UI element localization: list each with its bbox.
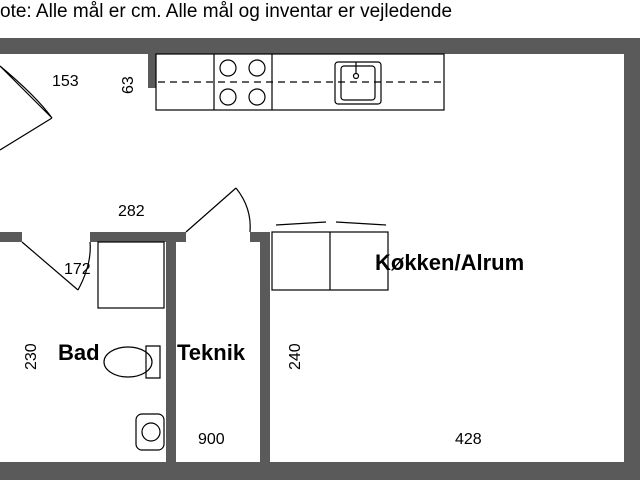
burner-icon <box>248 59 266 77</box>
kitchen-sink-basin <box>340 65 376 101</box>
kitchen-sink-icon <box>334 61 382 105</box>
kitchen-counter <box>155 53 445 111</box>
entry-door-swing <box>0 65 53 151</box>
dimension-282: 282 <box>118 203 145 220</box>
wall-bath-tech <box>166 232 176 480</box>
dimension-63: 63 <box>120 76 137 94</box>
disclaimer-note: ote: Alle mål er cm. Alle mål og inventa… <box>0 1 453 22</box>
shower-area <box>97 241 165 309</box>
room-label-bad: Bad <box>58 340 100 365</box>
bath-door-swing <box>21 241 91 291</box>
wall-left-stub <box>0 232 22 242</box>
washbasin-bowl <box>141 422 161 442</box>
dimension-230: 230 <box>23 343 40 370</box>
wall-entry-kitchen <box>148 54 156 88</box>
dimension-240: 240 <box>287 343 304 370</box>
dimension-428: 428 <box>455 431 482 448</box>
burner-icon <box>219 59 237 77</box>
wall-bath-top <box>90 232 186 242</box>
room-label-teknik: Teknik <box>177 340 246 365</box>
room-label-kokken: Køkken/Alrum <box>375 250 524 275</box>
toilet-bowl <box>103 346 153 378</box>
table-top-dash-left <box>275 221 327 226</box>
wall-tech-kitchen <box>260 232 270 480</box>
burner-icon <box>219 88 237 106</box>
dimension-153: 153 <box>52 73 79 90</box>
dimension-172: 172 <box>64 261 91 278</box>
burner-icon <box>248 88 266 106</box>
wall-top <box>0 38 640 54</box>
wall-bottom <box>0 462 640 480</box>
sink-drain <box>352 72 360 80</box>
dimension-900: 900 <box>198 431 225 448</box>
table-top-dash-right <box>335 221 387 226</box>
wall-right <box>624 38 640 480</box>
washbasin-icon <box>135 413 165 451</box>
tech-door-swing <box>185 187 251 233</box>
toilet-icon <box>145 345 161 379</box>
